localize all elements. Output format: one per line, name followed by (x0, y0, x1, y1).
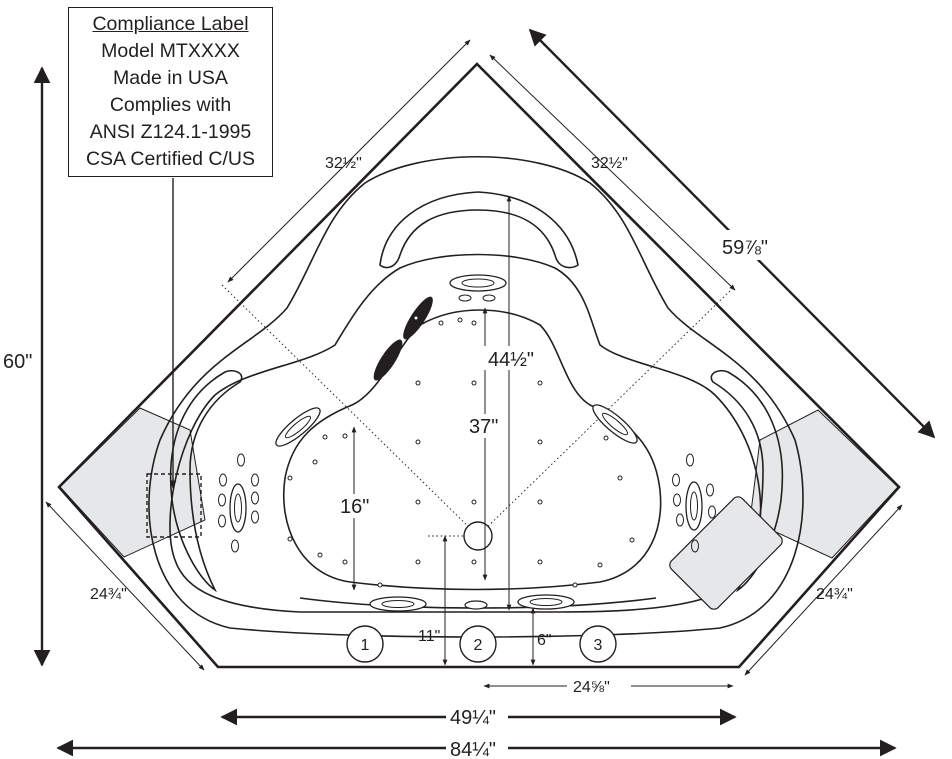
dim-label-overall-width: 84¼" (450, 739, 496, 759)
air-jet (342, 433, 348, 439)
air-jet (617, 475, 623, 481)
neck-jet-back (449, 274, 507, 302)
air-jet (415, 380, 421, 386)
air-jet (471, 499, 477, 505)
air-jet (413, 315, 419, 321)
air-jet (597, 562, 603, 568)
dim-label-depth-well: 37" (469, 416, 498, 438)
dim-label-depth-total: 44½" (488, 349, 534, 371)
dim-arrow-back-left (227, 39, 471, 283)
air-jet (438, 320, 444, 326)
air-jet (629, 537, 635, 543)
dim-label-back-right: 32½" (591, 155, 628, 172)
dim-arrow-back-right (489, 54, 736, 291)
drain (463, 521, 493, 551)
dim-label-front-right: 24⅝" (573, 679, 610, 696)
left-jet-cluster (218, 453, 259, 553)
compliance-label-line: Model MTXXXX (101, 40, 240, 62)
position-1-label: 1 (361, 637, 370, 654)
air-jet (603, 435, 609, 441)
oval-jet-right (592, 404, 638, 444)
air-jet (471, 380, 477, 386)
black-jet-lower (373, 339, 403, 381)
dim-label-front-width: 49¼" (450, 707, 496, 729)
compliance-label-box: Compliance Label Model MTXXXX Made in US… (68, 7, 273, 177)
air-jet (287, 536, 293, 542)
dim-label-side-right: 24¾" (816, 586, 853, 603)
air-jet (312, 459, 318, 465)
back-armrest (379, 191, 579, 269)
dotted-diagonal-left (221, 284, 479, 537)
position-3-circle (579, 625, 617, 663)
dim-label-diagonal: 59⅞" (722, 237, 768, 259)
air-jet (287, 475, 293, 481)
air-jet (377, 582, 383, 588)
ledge-outline (169, 253, 762, 613)
position-3-label: 3 (594, 637, 603, 654)
dim-label-height: 60" (3, 351, 32, 373)
compliance-label-line: CSA Certified C/US (85, 148, 256, 170)
air-jet (471, 320, 477, 326)
oval-jet-left (275, 407, 321, 447)
position-2-circle (459, 625, 497, 663)
compliance-label-line: ANSI Z124.1-1995 (89, 121, 252, 143)
air-jet (415, 439, 421, 445)
air-jet (342, 559, 348, 565)
air-jet (537, 439, 543, 445)
dim-label-side-left: 24¾" (90, 586, 127, 603)
air-jet (471, 559, 477, 565)
compliance-label-line: Made in USA (113, 67, 228, 89)
position-2-label: 2 (474, 637, 483, 654)
compliance-label-line: Complies with (109, 94, 232, 116)
air-jet (415, 499, 421, 505)
compliance-label-title: Compliance Label (92, 13, 249, 35)
air-jet (572, 582, 578, 588)
dim-arrow-side-left (45, 501, 205, 671)
position-1-circle (346, 625, 384, 663)
air-jet (415, 559, 421, 565)
front-jets (369, 594, 575, 612)
air-jet (537, 499, 543, 505)
air-jet (317, 552, 323, 558)
dim-label-back-left: 32½" (325, 155, 362, 172)
dim-label-seat: 16" (340, 496, 369, 518)
air-jet (457, 317, 463, 323)
dim-arrow-side-right (744, 504, 903, 676)
dim-label-step-right: 6" (537, 632, 552, 649)
air-jets (287, 315, 635, 588)
air-jet (537, 380, 543, 386)
left-shaded-deck (59, 407, 206, 558)
dim-label-step-left: 11" (418, 628, 440, 645)
air-jet (537, 559, 543, 565)
right-jet-cluster (672, 453, 716, 553)
air-jet (322, 434, 328, 440)
